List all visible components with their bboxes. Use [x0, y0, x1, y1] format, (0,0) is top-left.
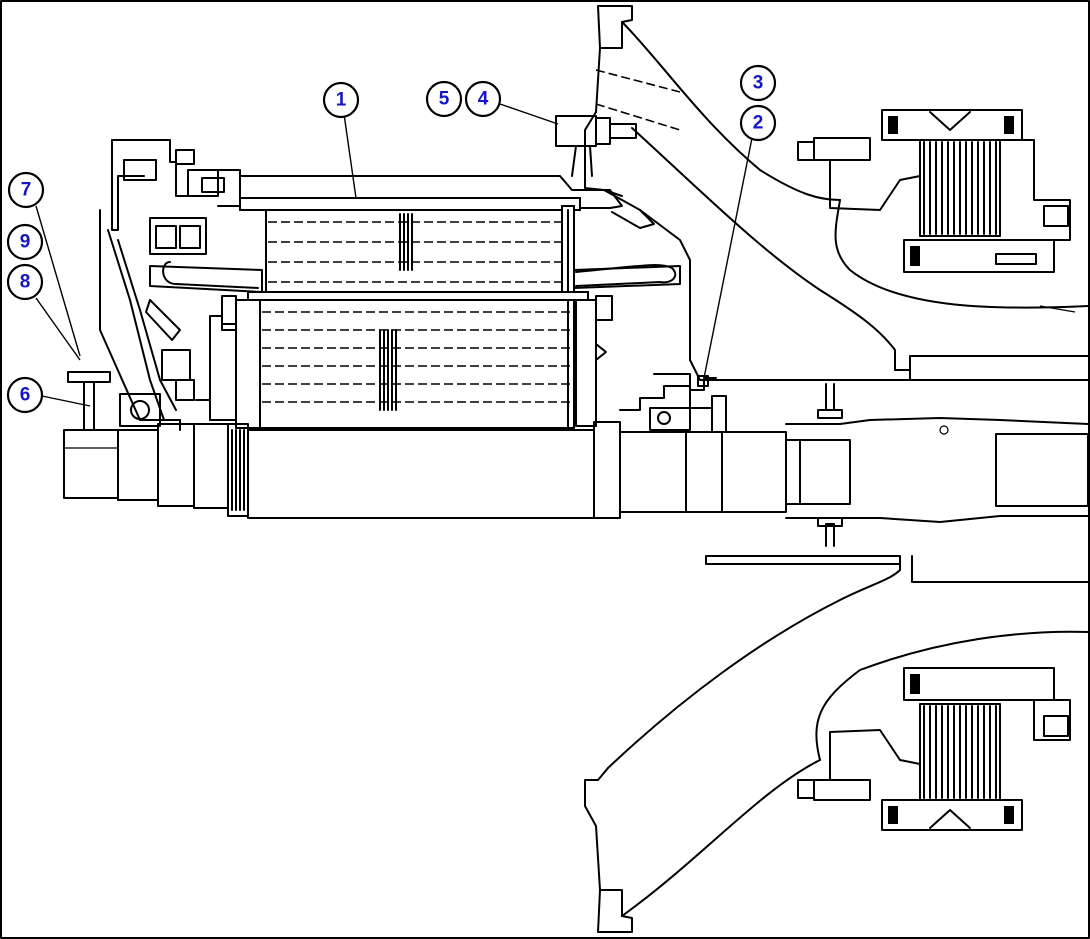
callout-8-circle [6, 263, 44, 301]
callout-6-label: 6 [20, 385, 31, 406]
leader-4 [499, 103, 559, 125]
callout-2-label: 2 [753, 113, 764, 134]
callout-3-label: 3 [753, 73, 764, 94]
callout-9: 9 [6, 223, 44, 261]
callout-3: 3 [739, 64, 777, 102]
callout-6-circle [6, 376, 44, 414]
callout-8-label: 8 [20, 272, 31, 293]
leader-1 [343, 113, 357, 199]
callout-2: 2 [739, 104, 777, 142]
callout-3-circle [739, 64, 777, 102]
leader-2 [703, 137, 753, 379]
callout-4: 4 [464, 80, 502, 118]
callout-8: 8 [6, 263, 44, 301]
callout-7: 7 [7, 171, 45, 209]
upper-brake-disc-pack [797, 109, 1071, 273]
right-seal-assembly [603, 189, 727, 433]
callout-7-label: 7 [21, 180, 32, 201]
lower-brake-disc-pack [797, 667, 1071, 831]
leader-lines [35, 103, 753, 407]
motor-stator-housing [149, 175, 681, 517]
callout-5-circle [425, 80, 463, 118]
callout-1: 1 [322, 81, 360, 119]
left-end-cover-assembly [63, 139, 241, 509]
callout-5-label: 5 [439, 89, 450, 110]
callout-5: 5 [425, 80, 463, 118]
leader-8 [35, 297, 81, 361]
callout-7-circle [7, 171, 45, 209]
callout-1-circle [322, 81, 360, 119]
callout-9-label: 9 [20, 232, 31, 253]
callout-6: 6 [6, 376, 44, 414]
wheel-hub-housing [584, 5, 1089, 933]
callout-4-circle [464, 80, 502, 118]
callout-1-label: 1 [336, 90, 347, 111]
callout-9-circle [6, 223, 44, 261]
callout-2-circle [739, 104, 777, 142]
callout-4-label: 4 [478, 89, 489, 110]
leader-7 [35, 205, 81, 357]
leader-6 [41, 395, 91, 407]
center-shaft [247, 383, 1089, 547]
bolt-assembly [555, 115, 637, 177]
